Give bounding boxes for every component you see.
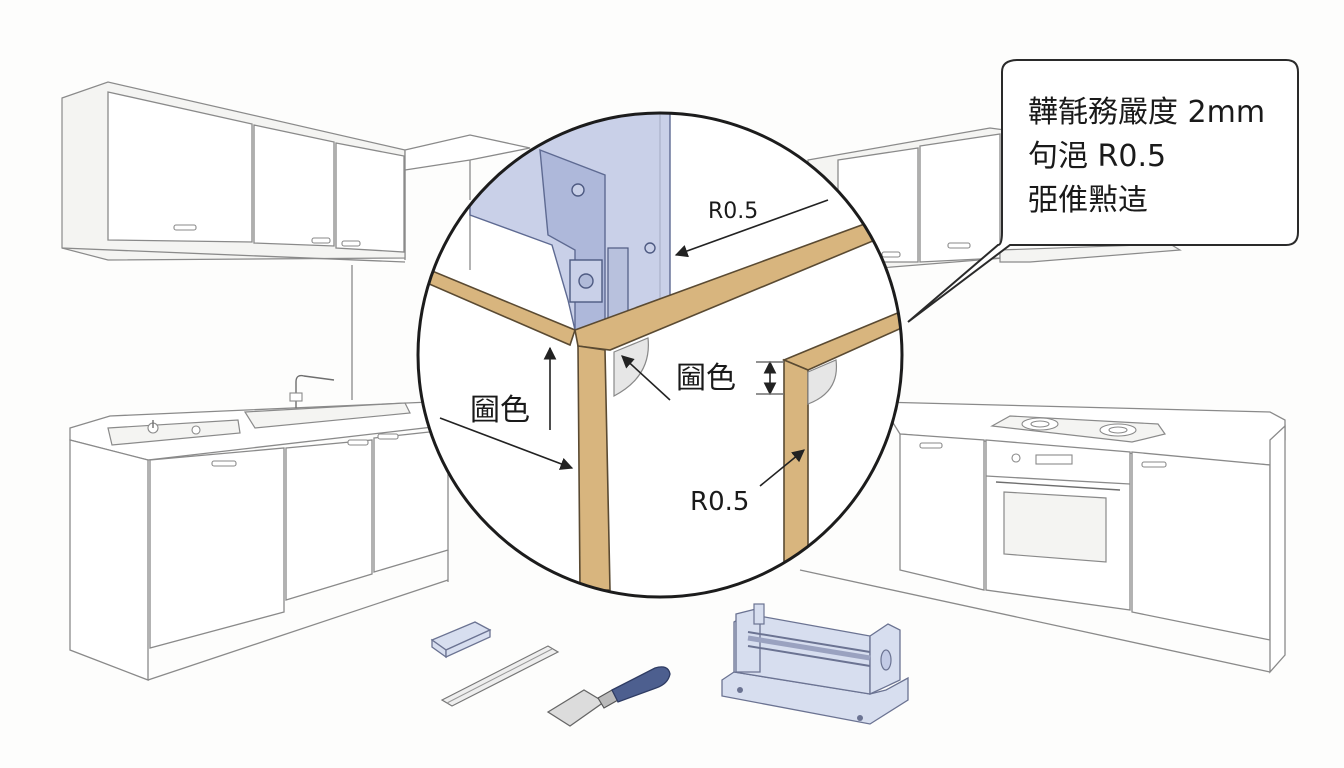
edge-trimmer-machine-icon [721,603,909,725]
edge-band [418,221,902,591]
radius-label-top: R0.5 [708,199,758,224]
callout-line-1: 韡毻務嚴度 2mm [1028,95,1265,130]
right-base-cabinets [799,401,1286,674]
callout-line-2: 句浥 R0.5 [1028,139,1166,174]
rounded-label-mid: 圙色 [676,361,736,396]
callout-line-3: 弫倠㸃迼 [1028,183,1148,218]
left-upper-cabinets [61,81,406,263]
trim-strip-icon [440,645,560,707]
left-base-cabinets [69,374,451,681]
radius-label-right: R0.5 [690,487,749,517]
rounded-label-left: 圙色 [470,393,530,428]
tools [430,603,909,727]
kitchen-background [61,81,1286,681]
scraper-tool-icon [546,666,671,727]
spec-callout: 韡毻務嚴度 2mm 句浥 R0.5 弫倠㸃迼 [907,59,1299,323]
sanding-block-icon [430,621,492,659]
magnifier-detail: R0.5 圙色 圙色 R0.5 [416,111,904,599]
